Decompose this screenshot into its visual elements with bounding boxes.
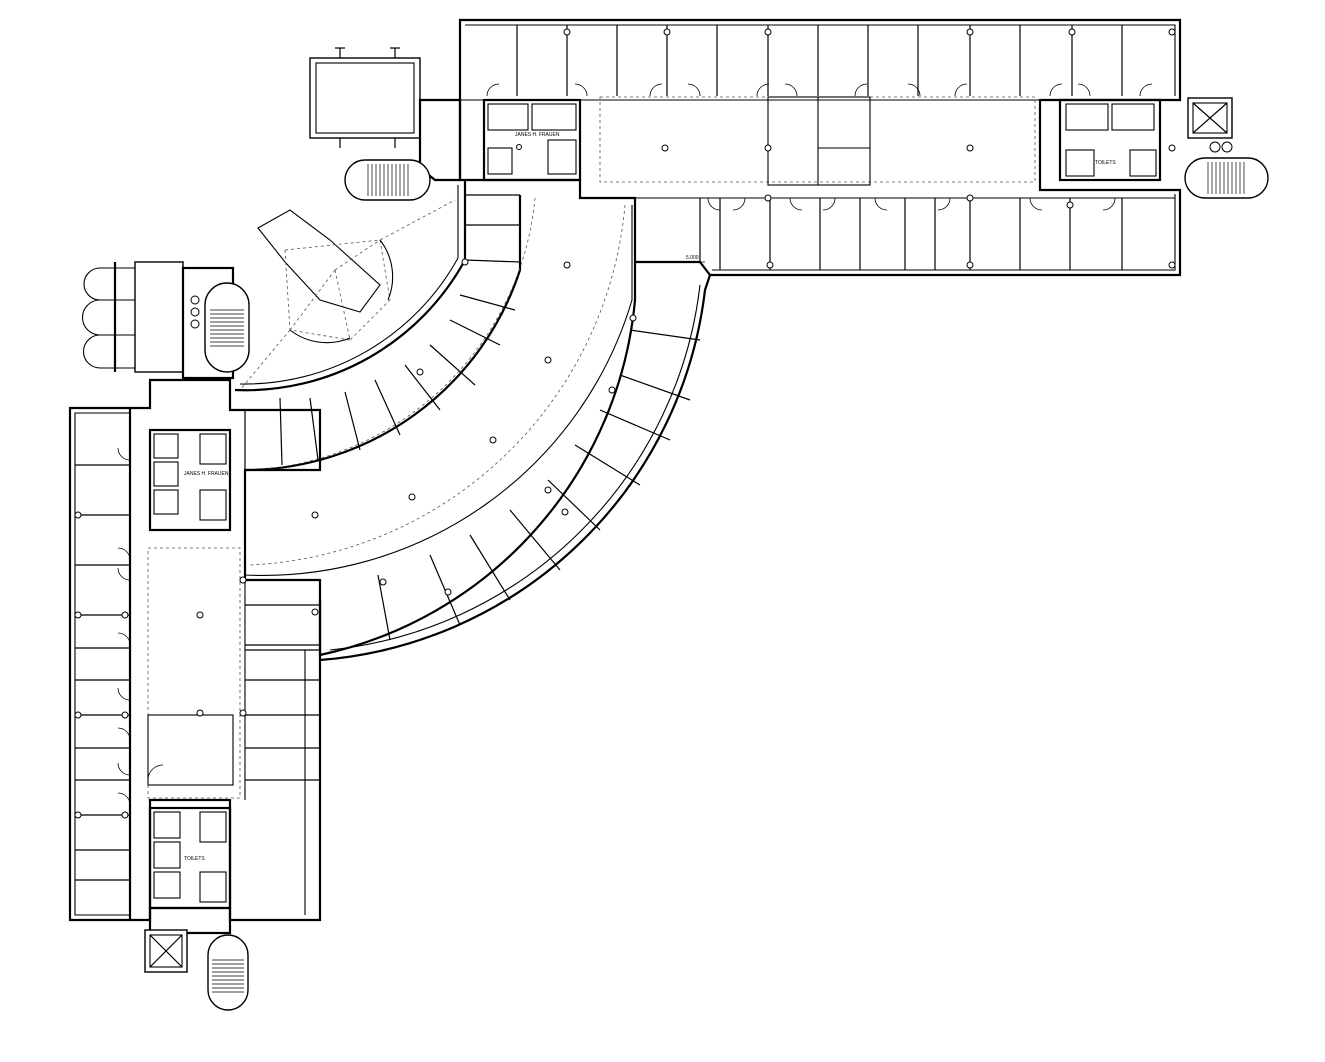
west-offices bbox=[75, 464, 130, 881]
north-office-partitions bbox=[516, 25, 1123, 96]
wc-label-north: JANES H. FRAUEN bbox=[515, 132, 560, 138]
column-marker bbox=[1168, 144, 1176, 152]
wc-core-west-upper: JANES H. FRAUEN bbox=[148, 428, 232, 532]
column-marker bbox=[764, 144, 772, 152]
column-marker bbox=[196, 709, 204, 717]
curved-wing bbox=[234, 180, 712, 662]
column-marker bbox=[544, 486, 552, 494]
curved-outer-offices bbox=[319, 329, 701, 641]
dimension-label: 5.000 bbox=[686, 255, 699, 261]
column-marker bbox=[1168, 261, 1176, 269]
column-marker bbox=[239, 709, 247, 717]
column-marker bbox=[966, 28, 974, 36]
north-south-doors bbox=[707, 197, 1116, 211]
column-marker bbox=[563, 28, 571, 36]
column-marker bbox=[311, 511, 319, 519]
north-doors bbox=[486, 83, 1153, 97]
column-marker bbox=[74, 611, 82, 619]
column-marker bbox=[1066, 201, 1074, 209]
column-marker bbox=[444, 588, 452, 596]
stair-southwest bbox=[207, 934, 249, 1011]
wc-label-west-lower: TOILETS bbox=[184, 856, 205, 862]
column-marker bbox=[966, 144, 974, 152]
structural-columns bbox=[74, 28, 1176, 819]
column-marker bbox=[121, 811, 129, 819]
column-marker bbox=[311, 608, 319, 616]
column-marker bbox=[661, 144, 669, 152]
wc-label-east: TOILETS bbox=[1095, 160, 1116, 166]
column-marker bbox=[121, 611, 129, 619]
atrium-feature bbox=[239, 199, 456, 391]
north-wing: 5.000 bbox=[458, 18, 1182, 277]
column-marker bbox=[416, 368, 424, 376]
wc-core-north: JANES H. FRAUEN bbox=[482, 98, 582, 182]
column-marker bbox=[74, 511, 82, 519]
column-marker bbox=[1168, 28, 1176, 36]
column-marker bbox=[966, 194, 974, 202]
wc-core-west-lower: TOILETS bbox=[148, 806, 232, 910]
west-doors bbox=[117, 447, 131, 806]
column-marker bbox=[196, 611, 204, 619]
column-marker bbox=[544, 356, 552, 364]
wc-core-east: TOILETS bbox=[1058, 98, 1162, 182]
column-marker bbox=[766, 261, 774, 269]
column-marker bbox=[239, 576, 247, 584]
column-marker bbox=[629, 314, 637, 322]
lift-southwest bbox=[144, 906, 232, 973]
column-marker bbox=[74, 711, 82, 719]
wc-label-west-upper: JANES H. FRAUEN bbox=[184, 471, 229, 477]
lift-east bbox=[1187, 97, 1233, 153]
column-marker bbox=[764, 194, 772, 202]
stair-west bbox=[204, 282, 250, 373]
west-wing bbox=[68, 378, 322, 922]
column-marker bbox=[764, 28, 772, 36]
column-marker bbox=[608, 386, 616, 394]
column-marker bbox=[663, 28, 671, 36]
column-marker bbox=[563, 261, 571, 269]
column-marker bbox=[74, 811, 82, 819]
column-marker bbox=[408, 493, 416, 501]
stair-northwest bbox=[344, 159, 431, 201]
stair-east bbox=[1184, 157, 1269, 199]
west-east-offices bbox=[244, 580, 320, 915]
column-marker bbox=[461, 258, 469, 266]
column-marker bbox=[379, 578, 387, 586]
column-marker bbox=[561, 508, 569, 516]
column-marker bbox=[966, 261, 974, 269]
column-marker bbox=[1068, 28, 1076, 36]
northwest-annex bbox=[309, 47, 462, 182]
column-marker bbox=[121, 711, 129, 719]
north-south-offices bbox=[635, 197, 1175, 270]
column-marker bbox=[489, 436, 497, 444]
